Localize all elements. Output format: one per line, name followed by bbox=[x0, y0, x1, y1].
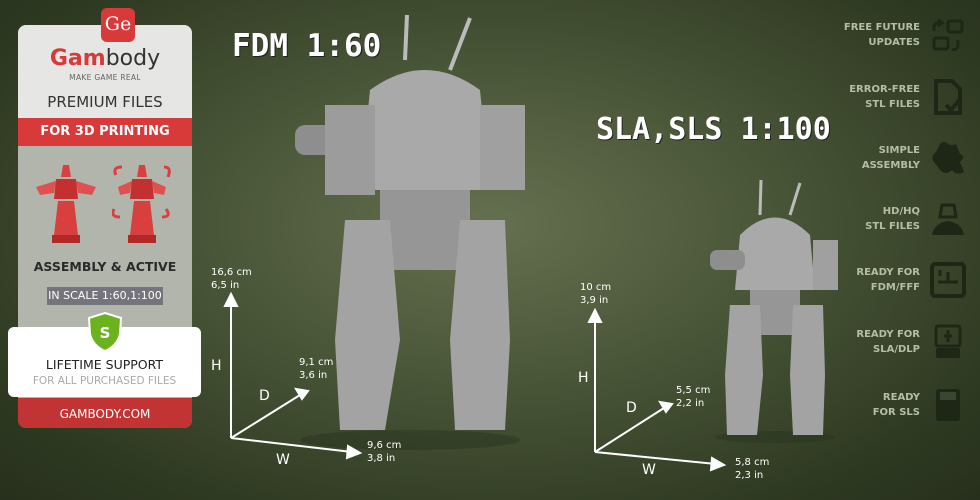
feature-line2: FDM/FFF bbox=[870, 282, 920, 293]
fdm-h-label: H bbox=[211, 358, 222, 374]
sla-depth-cm: 5,5 cm bbox=[676, 385, 711, 396]
fdm-width-value: 9,6 cm 3,8 in bbox=[367, 439, 401, 465]
file-check-icon bbox=[934, 79, 963, 115]
fdm-printer-icon bbox=[930, 262, 966, 298]
sla-height-value: 10 cm 3,9 in bbox=[580, 281, 611, 307]
fdm-depth-cm: 9,1 cm bbox=[299, 357, 334, 368]
feature-line1: HD/HQ bbox=[882, 206, 920, 217]
feature-item: HD/HQ STL FILES bbox=[865, 204, 920, 234]
feature-line1: READY FOR bbox=[856, 329, 920, 340]
brand-red: Gam bbox=[49, 46, 106, 71]
feature-line2: STL FILES bbox=[865, 99, 920, 110]
fdm-depth-in: 3,6 in bbox=[299, 370, 328, 381]
updates-icon bbox=[932, 18, 964, 52]
fdm-d-label: D bbox=[259, 388, 270, 404]
feature-item: READY FOR FDM/FFF bbox=[856, 265, 920, 295]
for-3d-banner: FOR 3D PRINTING bbox=[18, 118, 192, 146]
assembly-label: ASSEMBLY & ACTIVE bbox=[33, 259, 177, 274]
fdm-height-in: 6,5 in bbox=[211, 280, 240, 291]
feature-line1: ERROR-FREE bbox=[849, 84, 920, 95]
active-figure-icon bbox=[112, 165, 171, 243]
feature-line1: READY FOR bbox=[856, 267, 920, 278]
fdm-width-in: 3,8 in bbox=[367, 453, 396, 464]
fdm-depth-value: 9,1 cm 3,6 in bbox=[299, 356, 333, 382]
fdm-height-value: 16,6 cm 6,5 in bbox=[211, 266, 252, 292]
feature-item: ERROR-FREE STL FILES bbox=[849, 82, 920, 112]
ironman-icon bbox=[932, 203, 964, 235]
feature-line2: SLA/DLP bbox=[873, 344, 920, 355]
lifetime-support: LIFETIME SUPPORT bbox=[45, 357, 164, 372]
sla-height-cm: 10 cm bbox=[580, 282, 612, 293]
sla-scale-title: SLA,SLS 1:100 bbox=[596, 112, 831, 147]
fdm-w-label: W bbox=[276, 452, 290, 468]
feature-line2: UPDATES bbox=[868, 37, 920, 48]
feature-line1: READY bbox=[882, 392, 920, 403]
sla-w-label: W bbox=[642, 462, 656, 478]
shield-icon: S bbox=[87, 312, 123, 352]
shield-letter: S bbox=[100, 324, 111, 342]
sla-depth-in: 2,2 in bbox=[676, 398, 705, 409]
sla-printer-icon bbox=[934, 324, 962, 358]
logo-badge: Ge bbox=[101, 8, 135, 42]
purchased-files-note: FOR ALL PURCHASED FILES bbox=[32, 375, 177, 387]
puzzle-icon bbox=[932, 142, 964, 174]
feature-item: FREE FUTURE UPDATES bbox=[844, 20, 920, 50]
sla-depth-value: 5,5 cm 2,2 in bbox=[676, 384, 710, 410]
scale-badge: IN SCALE 1:60,1:100 bbox=[47, 287, 163, 305]
feature-line2: ASSEMBLY bbox=[861, 160, 920, 171]
tagline: MAKE GAME REAL bbox=[69, 73, 141, 82]
sla-d-label: D bbox=[626, 400, 637, 416]
brand-name[interactable]: Gambody bbox=[18, 47, 192, 71]
robot-model-large bbox=[295, 14, 525, 450]
sla-width-in: 2,3 in bbox=[735, 470, 764, 481]
premium-label: PREMIUM FILES bbox=[47, 93, 163, 111]
fdm-scale-title: FDM 1:60 bbox=[232, 28, 382, 64]
promo-panel: Gambody MAKE GAME REAL PREMIUM FILES FOR… bbox=[18, 25, 192, 428]
feature-item: READY FOR SLA/DLP bbox=[856, 327, 920, 357]
sla-width-value: 5,8 cm 2,3 in bbox=[735, 456, 769, 482]
sla-height-in: 3,9 in bbox=[580, 295, 609, 306]
robot-model-small bbox=[710, 179, 838, 443]
sls-printer-icon bbox=[936, 389, 960, 421]
feature-line1: FREE FUTURE bbox=[843, 22, 920, 33]
sla-width-cm: 5,8 cm bbox=[735, 457, 770, 468]
brand-dark: body bbox=[105, 46, 161, 71]
feature-item: READY FOR SLS bbox=[873, 390, 920, 420]
feature-line1: SIMPLE bbox=[878, 145, 920, 156]
fdm-height-cm: 16,6 cm bbox=[211, 267, 252, 278]
sla-h-label: H bbox=[578, 370, 589, 386]
feature-line2: STL FILES bbox=[865, 221, 920, 232]
feature-item: SIMPLE ASSEMBLY bbox=[862, 143, 920, 173]
site-link[interactable]: GAMBODY.COM bbox=[18, 398, 192, 428]
fdm-width-cm: 9,6 cm bbox=[367, 440, 402, 451]
feature-line2: FOR SLS bbox=[872, 407, 920, 418]
assembled-figure-icon bbox=[36, 165, 96, 243]
